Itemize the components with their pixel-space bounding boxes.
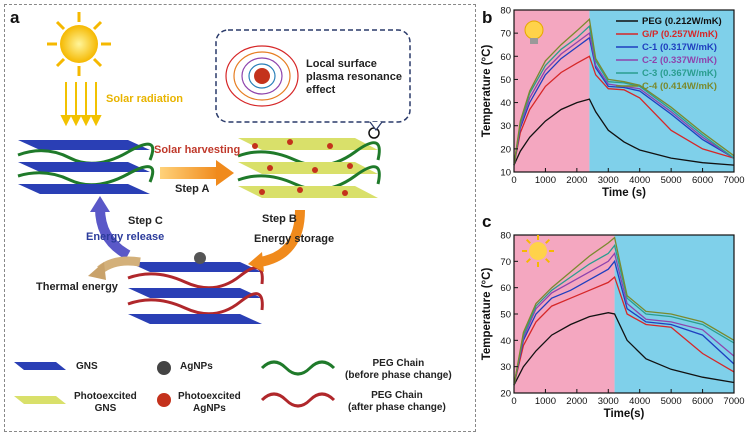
y-tick-label: 60 (500, 283, 511, 294)
y-tick-label: 70 (500, 257, 511, 268)
series-line-0 (513, 312, 735, 386)
series-line-4 (513, 244, 735, 386)
step-a-arrow (160, 160, 234, 186)
series-line-2 (513, 259, 735, 386)
sun-icon (522, 235, 554, 267)
series-line-3 (513, 251, 735, 386)
legend-label-4: C-3 (0.367W/mK) (642, 68, 717, 79)
x-tick-label: 2000 (566, 175, 587, 186)
panel-letter-c: c (482, 212, 492, 231)
panel-letter-a: a (10, 8, 20, 27)
x-tick-label: 3000 (598, 396, 619, 407)
solar-harvesting-label: Solar harvesting (154, 144, 241, 156)
legend-agnps-icon (157, 361, 171, 375)
series-line-1 (513, 275, 735, 386)
legend-gns-icon (14, 362, 66, 370)
series-line-3 (513, 31, 735, 166)
x-tick-label: 1000 (535, 396, 556, 407)
x-axis-label: Time (s) (602, 187, 646, 199)
thermal-energy-label: Thermal energy (36, 281, 118, 293)
light-off-region (614, 235, 734, 393)
energy-storage-label: Energy storage (254, 233, 335, 245)
legend-label-2: C-1 (0.317W/mK) (642, 42, 717, 53)
step-c-label: Step C (128, 215, 163, 227)
plot-frame (513, 9, 735, 173)
legend-peg-after-label: PEG Chain(after phase change) (348, 390, 446, 413)
y-axis-label: Temperature (°C) (481, 268, 493, 361)
y-tick-label: 80 (500, 6, 511, 17)
energy-release-label: Energy release (86, 231, 165, 243)
x-tick-label: 1000 (535, 175, 556, 186)
y-tick-label: 70 (500, 29, 511, 40)
chart-b: 0 1000 2000 3000 4000 5000 6000 7000 10 20 30 40 50 6… (481, 6, 745, 200)
chart-c: 0 1000 2000 3000 4000 5000 6000 7000 20 30 40 50 60 7… (481, 231, 745, 421)
sun-icon (47, 12, 111, 76)
lspr-callout (215, 29, 411, 131)
x-tick-label: 4000 (629, 175, 650, 186)
step-a-label: Step A (175, 183, 210, 195)
x-tick-label: 6000 (692, 396, 713, 407)
series-line-1 (513, 55, 735, 166)
legend-peg-before-icon (260, 360, 336, 376)
x-tick-label: 6000 (692, 175, 713, 186)
y-tick-label: 50 (500, 75, 511, 86)
schematic-drawing (14, 12, 411, 408)
y-tick-label: 40 (500, 336, 511, 347)
series-line-2 (513, 36, 735, 166)
legend-label-5: C-4 (0.414W/mK) (642, 81, 717, 92)
legend-label-1: G/P (0.257W/mK) (642, 29, 718, 40)
y-tick-label: 20 (500, 144, 511, 155)
x-tick-label: 7000 (723, 396, 744, 407)
legend-agnps-label: AgNPs (180, 361, 213, 372)
light-bulb-icon (524, 20, 544, 44)
x-tick-label: 0 (511, 396, 516, 407)
y-tick-label: 10 (500, 168, 511, 179)
legend-photo-agnps-icon (157, 393, 171, 407)
step-b-label: Step B (262, 213, 297, 225)
panel-letter-b: b (482, 8, 493, 27)
x-tick-label: 5000 (661, 175, 682, 186)
x-tick-label: 0 (511, 175, 516, 186)
y-tick-label: 60 (500, 52, 511, 63)
y-tick-label: 30 (500, 121, 511, 132)
legend-gns-label: GNS (76, 361, 98, 372)
x-tick-label: 7000 (723, 175, 744, 186)
step-c-arrow (90, 196, 131, 260)
legend-label-3: C-2 (0.337W/mK) (642, 55, 717, 66)
y-tick-label: 30 (500, 362, 511, 373)
light-on-region (514, 10, 590, 172)
y-axis-label: Temperature (°C) (481, 45, 493, 138)
y-tick-label: 20 (500, 389, 511, 400)
x-tick-label: 5000 (661, 396, 682, 407)
series-line-0 (513, 98, 735, 166)
y-tick-label: 80 (500, 231, 511, 242)
solar-radiation-label: Solar radiation (106, 93, 184, 105)
series-line-5 (513, 236, 735, 386)
photoexcited-stack-right (237, 127, 381, 198)
step-b-arrow (248, 209, 305, 272)
y-tick-label: 40 (500, 98, 511, 109)
legend-peg-after-icon (260, 392, 336, 408)
gns-stack-left (17, 140, 155, 194)
x-tick-label: 3000 (598, 175, 619, 186)
legend-peg-before-label: PEG Chain(before phase change) (345, 358, 452, 381)
series-line-5 (513, 18, 735, 166)
legend-label-0: PEG (0.212W/mK) (642, 16, 722, 27)
legend-photo-gns-icon (14, 396, 66, 404)
x-axis-label: Time(s) (604, 408, 645, 420)
series-line-4 (513, 24, 735, 166)
x-tick-label: 2000 (566, 396, 587, 407)
peg-stack-bottom (127, 252, 264, 324)
y-tick-label: 50 (500, 310, 511, 321)
light-off-region (589, 10, 734, 172)
schematic-panel (4, 4, 476, 432)
solar-ray-arrows (60, 82, 102, 127)
x-tick-label: 4000 (629, 396, 650, 407)
thermal-energy-arrow (88, 256, 141, 280)
